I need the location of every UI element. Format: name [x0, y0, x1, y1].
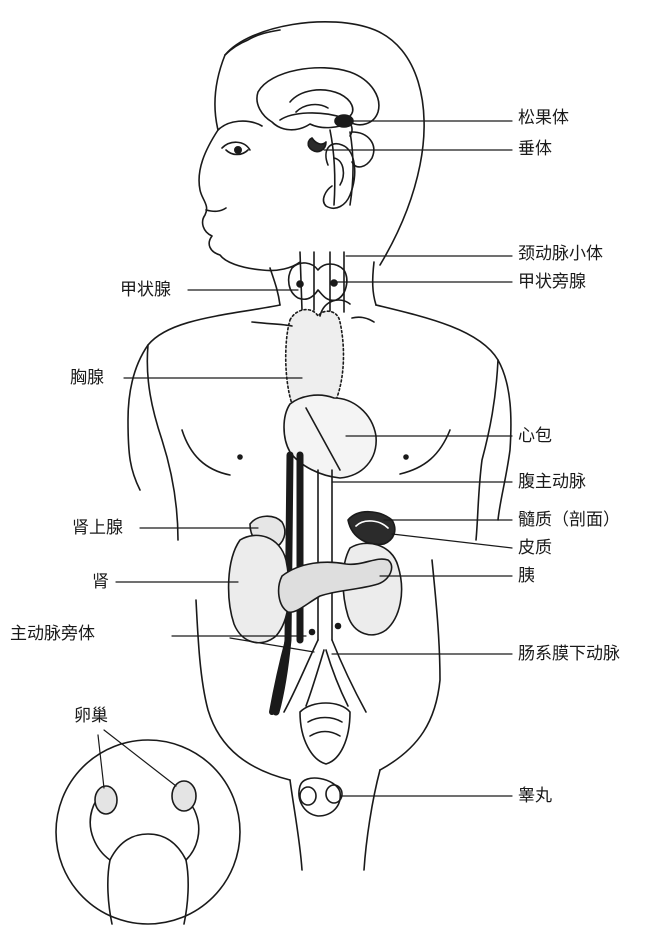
label-pituitary: 垂体 — [518, 139, 552, 159]
brain-inner-fold — [290, 90, 353, 116]
label-adrenal: 肾上腺 — [72, 518, 123, 538]
right-nipple — [404, 455, 408, 459]
abdominal-aorta — [318, 470, 332, 640]
testis-left — [300, 787, 316, 805]
label-inferior-mesenteric-artery: 肠系膜下动脉 — [518, 644, 620, 664]
label-medulla-section: 髓质（剖面） — [518, 510, 620, 530]
ovary-inset-circle — [56, 740, 240, 924]
pituitary-gland — [308, 138, 326, 152]
neck-left — [270, 268, 280, 305]
label-pancreas: 胰 — [518, 566, 535, 586]
right-arm — [476, 360, 498, 540]
left-nipple — [238, 455, 242, 459]
bladder-inner — [308, 718, 342, 737]
scrotum — [299, 778, 340, 816]
label-ovary: 卵巢 — [74, 706, 108, 726]
left-chest — [182, 430, 230, 475]
label-carotid-body: 颈动脉小体 — [518, 244, 603, 264]
hair-outline — [225, 30, 280, 55]
leader-ovary-2 — [104, 730, 176, 786]
label-para-aortic-body: 主动脉旁体 — [10, 624, 95, 644]
ear-outline — [324, 144, 355, 209]
label-kidney: 肾 — [92, 572, 109, 592]
para-aortic-body-1 — [310, 630, 315, 635]
mouth-outline — [206, 208, 226, 211]
label-testis: 睾丸 — [518, 786, 552, 806]
label-cortex: 皮质 — [518, 538, 552, 558]
brainstem — [330, 130, 353, 205]
label-pericardium: 心包 — [518, 426, 552, 446]
label-pineal: 松果体 — [518, 108, 569, 128]
leader-cortex — [392, 534, 512, 548]
brow-outline — [218, 121, 262, 130]
uterus — [108, 834, 188, 924]
label-thyroid: 甲状腺 — [120, 280, 171, 300]
ovary-left — [95, 786, 117, 814]
label-thymus: 胸腺 — [70, 368, 104, 388]
aorta-bifurcation — [284, 640, 366, 712]
bladder — [300, 703, 350, 764]
leader-ovary-1 — [98, 735, 104, 788]
left-arm — [147, 345, 178, 540]
label-abdominal-aorta: 腹主动脉 — [518, 472, 586, 492]
parathyroid-dot-1 — [331, 280, 337, 286]
eye-pupil — [235, 147, 241, 153]
neck-right — [373, 262, 376, 305]
para-aortic-body-2 — [336, 624, 341, 629]
label-parathyroid: 甲状旁腺 — [518, 272, 586, 292]
parathyroid-dot-2 — [297, 281, 303, 287]
